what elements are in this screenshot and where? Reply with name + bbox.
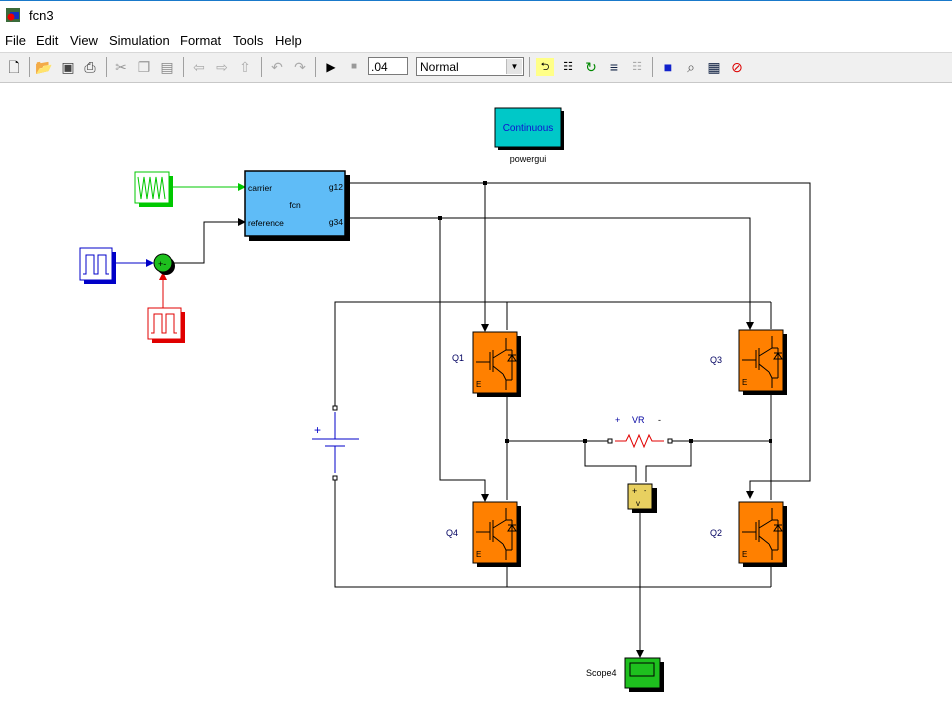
up-icon[interactable]: ⇧ (239, 59, 251, 75)
new-icon[interactable]: 🗋 (8, 59, 20, 75)
resistor-label: VR (632, 415, 645, 425)
simulation-mode-value: Normal (420, 60, 459, 74)
menu-view[interactable]: View (70, 33, 98, 48)
model-browser-icon[interactable]: ■ (663, 59, 673, 75)
window-title: fcn3 (29, 8, 54, 23)
save-icon[interactable]: ▣ (61, 59, 75, 75)
paste-icon[interactable]: ▤ (160, 59, 174, 75)
sum-signs: +- (158, 259, 166, 269)
svg-text:+: + (632, 486, 637, 496)
menu-edit[interactable]: Edit (36, 33, 59, 48)
label-q3: Q3 (710, 355, 722, 365)
sum-block[interactable]: +- (153, 253, 175, 275)
fcn-port-g12: g12 (329, 182, 343, 192)
profiler-icon[interactable]: ⊘ (731, 59, 743, 75)
copy-icon[interactable]: ❐ (137, 59, 151, 75)
resistor-vr[interactable]: + VR - (607, 415, 673, 449)
label-q2: Q2 (710, 528, 722, 538)
svg-text:E: E (476, 380, 481, 389)
redo-icon[interactable]: ↷ (294, 59, 306, 75)
label-q4: Q4 (446, 528, 458, 538)
separator (315, 57, 316, 77)
separator (29, 57, 30, 77)
powergui-block[interactable]: Continuous powergui (494, 107, 564, 164)
update-icon[interactable]: ☷ (563, 61, 573, 73)
cut-icon[interactable]: ✂ (115, 59, 127, 75)
back-icon[interactable]: ⇦ (193, 59, 205, 75)
svg-text:E: E (742, 550, 747, 559)
scope-screen-icon (629, 662, 655, 677)
print-icon[interactable]: ⎙ (84, 59, 96, 75)
svg-text:+: + (615, 415, 620, 425)
pulse-icon (83, 254, 109, 275)
toolbar: 🗋 📂 ▣ ⎙ ✂ ❐ ▤ ⇦ ⇨ ⇧ ↶ ↷ ▶ ■ .04 Normal▼ … (0, 52, 952, 83)
fcn-name: fcn (289, 200, 301, 210)
switch-labels: Q1 Q3 Q4 Q2 (446, 353, 722, 538)
dc-voltage-source[interactable]: + (312, 405, 359, 481)
reference-line (172, 218, 246, 264)
resistor-icon (615, 433, 664, 449)
svg-text:-: - (658, 415, 661, 425)
debugger-icon[interactable]: ⌕ (687, 59, 695, 75)
scope4-block[interactable]: Scope4 (586, 657, 664, 692)
svg-text:v: v (636, 499, 640, 508)
model-canvas[interactable]: Continuous powergui +- carrier reference… (0, 82, 952, 726)
stop-icon[interactable]: ■ (350, 61, 358, 72)
fcn-block[interactable]: carrier reference g12 g34 fcn (244, 170, 350, 241)
menu-simulation[interactable]: Simulation (109, 33, 170, 48)
open-icon[interactable]: 📂 (35, 59, 53, 75)
build-icon[interactable]: ⮌ (536, 58, 554, 76)
menu-tools[interactable]: Tools (233, 33, 264, 48)
menu-bar: File Edit View Simulation Format Tools H… (0, 31, 952, 51)
undo-icon[interactable]: ↶ (271, 59, 283, 75)
menu-help[interactable]: Help (275, 33, 302, 48)
junction-dots (438, 181, 772, 443)
separator (183, 57, 184, 77)
carrier-source-block[interactable] (134, 171, 173, 207)
triangle-wave-icon (137, 176, 166, 200)
refresh-icon[interactable]: ↻ (585, 59, 597, 75)
g34-line (346, 217, 754, 330)
separator (529, 57, 530, 77)
fcn-port-g34: g34 (329, 217, 343, 227)
explorer-icon[interactable]: ▦ (707, 59, 721, 75)
forward-icon[interactable]: ⇨ (216, 59, 228, 75)
grid-icon[interactable]: ☷ (632, 61, 642, 73)
menu-format[interactable]: Format (180, 33, 222, 48)
menu-file[interactable]: File (5, 33, 26, 48)
library-icon[interactable]: ≡ (609, 59, 619, 75)
separator (652, 57, 653, 77)
simulation-mode-select[interactable]: Normal ▼ (416, 57, 524, 76)
pulse-generator-2[interactable] (147, 307, 185, 343)
label-q1: Q1 (452, 353, 464, 363)
signal-lines (113, 182, 811, 658)
title-bar: fcn3 (0, 0, 952, 29)
stop-time-input[interactable]: .04 (368, 57, 408, 75)
svg-text:-: - (644, 488, 647, 495)
separator (106, 57, 107, 77)
voltage-measurement-block[interactable]: + - v (627, 483, 657, 513)
svg-text:E: E (742, 378, 747, 387)
svg-text:E: E (476, 550, 481, 559)
scope-label: Scope4 (586, 668, 617, 678)
power-lines (334, 301, 772, 588)
fcn-port-carrier: carrier (248, 183, 272, 193)
powergui-block-text: Continuous (503, 123, 554, 134)
g12-line (346, 182, 811, 499)
simulink-icon (6, 8, 20, 22)
battery-plus: + (314, 423, 321, 437)
powergui-label: powergui (510, 154, 547, 164)
play-icon[interactable]: ▶ (326, 60, 336, 74)
separator (261, 57, 262, 77)
chevron-down-icon[interactable]: ▼ (506, 59, 522, 74)
fcn-port-reference: reference (248, 218, 284, 228)
pulse-generator-1[interactable] (79, 247, 116, 284)
igbt-port-labels: E E E E (476, 378, 747, 559)
pulse-icon (151, 313, 177, 334)
